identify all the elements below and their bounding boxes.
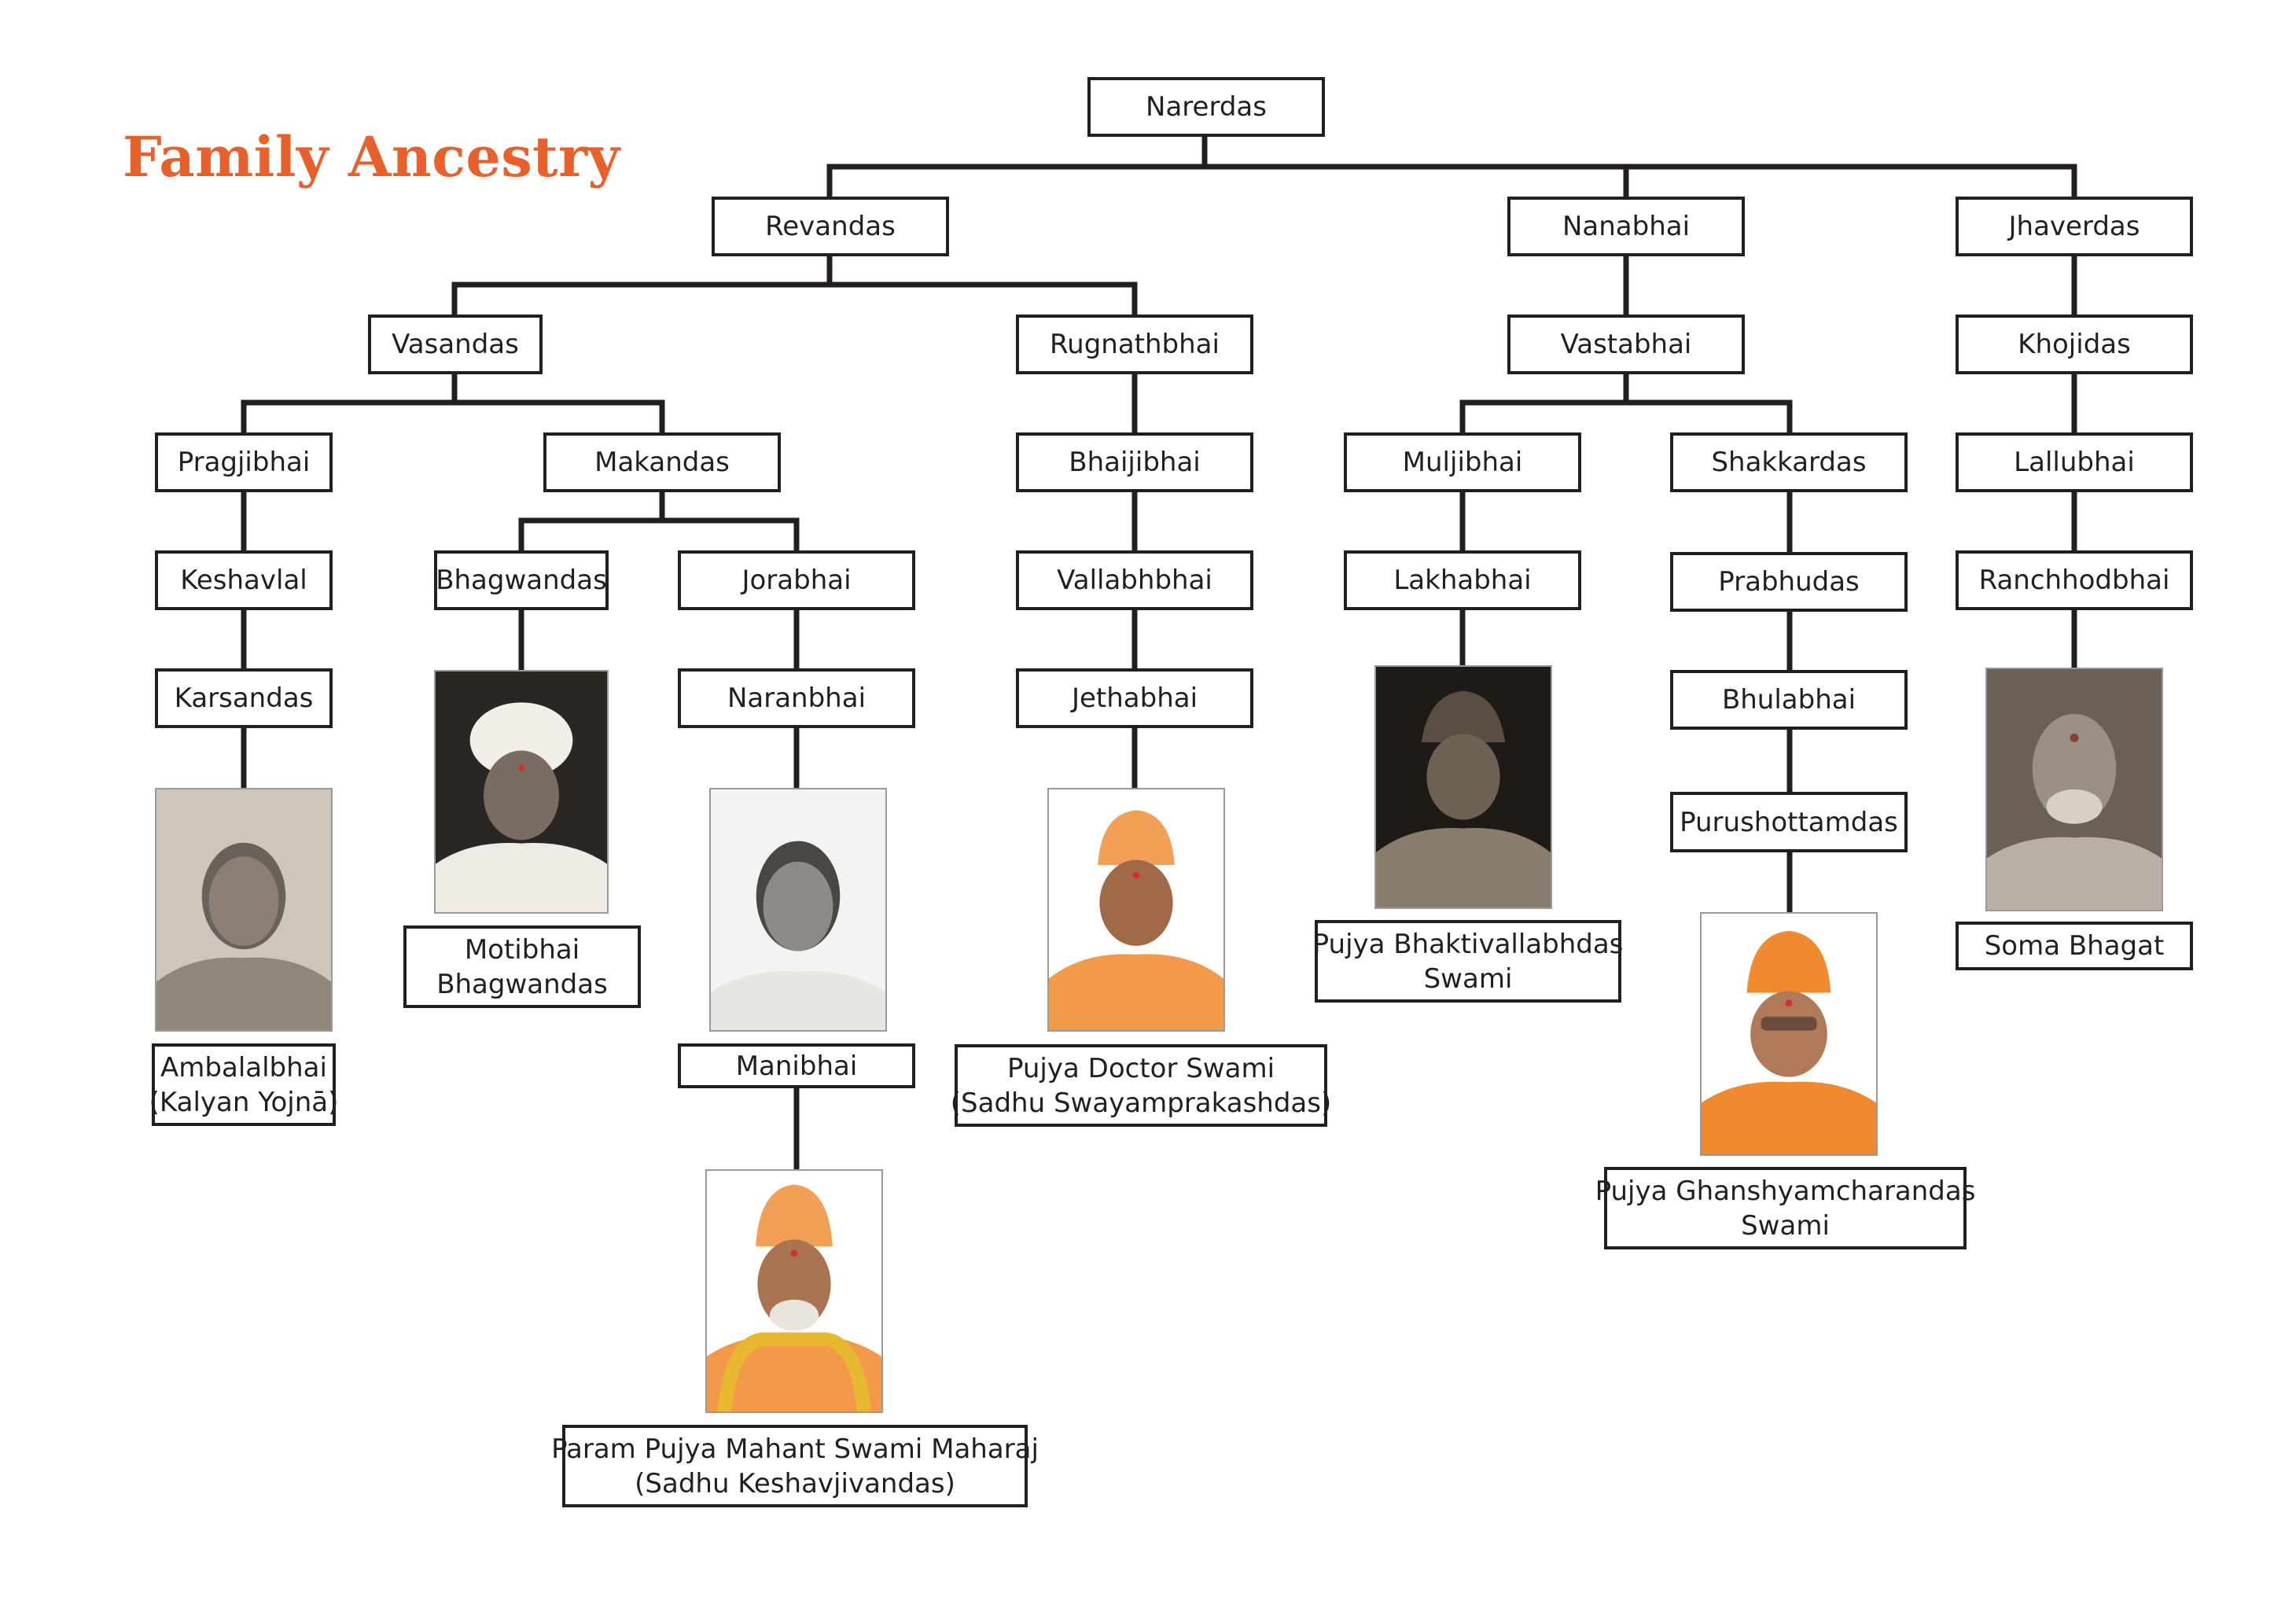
caption-line: Motibhai: [464, 933, 580, 966]
caption-line: Swami: [1741, 1209, 1830, 1242]
connector-makandas: [518, 489, 800, 554]
node-label: Soma Bhagat: [1984, 930, 2165, 962]
connector-vastabhai: [1459, 370, 1793, 436]
node-label: Khojidas: [2018, 329, 2131, 360]
node-bhaijibhai: Bhaijibhai: [1016, 432, 1253, 492]
caption-line: (Sadhu Keshavjivandas): [635, 1467, 955, 1499]
node-lallubhai: Lallubhai: [1956, 432, 2193, 492]
node-jhaverdas: Jhaverdas: [1956, 197, 2193, 256]
photo-ghanshyamcharandas: [1700, 912, 1878, 1156]
node-karsandas: Karsandas: [155, 668, 333, 728]
node-label: Lallubhai: [2014, 447, 2135, 478]
photo-mahant-swami: [705, 1169, 883, 1413]
node-label: Muljibhai: [1402, 447, 1523, 478]
node-label: Naranbhai: [727, 683, 867, 714]
node-label: Manibhai: [735, 1050, 858, 1082]
caption-bhaktivallabhdas: Pujya Bhaktivallabhdas Swami: [1312, 920, 1624, 1003]
portrait-photo-icon: [1987, 669, 2162, 910]
portrait-photo-icon: [156, 789, 331, 1030]
page-title: Family Ancestry: [123, 124, 620, 190]
node-pragjibhai: Pragjibhai: [155, 432, 333, 492]
node-label: Bhaijibhai: [1069, 447, 1201, 478]
caption-doctor-swami: Pujya Doctor Swami (Sadhu Swayamprakashd…: [951, 1044, 1331, 1127]
node-ranchhodbhai: Ranchhodbhai: [1956, 550, 2193, 610]
connector-narerdas: [826, 134, 2077, 200]
node-jethabhai: Jethabhai: [1016, 668, 1253, 728]
node-nanabhai: Nanabhai: [1507, 197, 1745, 256]
photo-soma-bhagat: [1985, 668, 2163, 911]
node-bhulabhai: Bhulabhai: [1670, 670, 1908, 730]
node-label: Vastabhai: [1560, 329, 1692, 360]
node-purushottamdas: Purushottamdas: [1670, 792, 1908, 852]
photo-ambalalbhai: [155, 788, 333, 1032]
node-label: Karsandas: [174, 683, 314, 714]
caption-motibhai: Motibhai Bhagwandas: [403, 925, 641, 1008]
caption-ghanshyamcharandas: Pujya Ghanshyamcharandas Swami: [1595, 1167, 1975, 1249]
portrait-photo-icon: [1376, 667, 1551, 907]
node-vasandas: Vasandas: [368, 315, 543, 374]
photo-doctor-swami: [1047, 788, 1225, 1032]
node-label: Rugnathbhai: [1050, 329, 1220, 360]
caption-line: (Kalyan Yojnā): [149, 1086, 339, 1118]
node-label: Purushottamdas: [1680, 806, 1898, 838]
node-label: Shakkardas: [1711, 447, 1867, 478]
caption-line: Pujya Doctor Swami: [1006, 1052, 1275, 1084]
node-label: Keshavlal: [180, 565, 307, 596]
node-vallabhbhai: Vallabhbhai: [1016, 550, 1253, 610]
node-rugnathbhai: Rugnathbhai: [1016, 315, 1253, 374]
connector-vasandas: [241, 370, 665, 436]
portrait-photo-icon: [1702, 914, 1876, 1154]
portrait-photo-icon: [1049, 789, 1223, 1030]
node-label: Ranchhodbhai: [1978, 565, 2170, 596]
node-label: Pragjibhai: [177, 447, 311, 478]
node-keshavlal: Keshavlal: [155, 550, 333, 610]
caption-line: Ambalalbhai: [160, 1051, 327, 1084]
caption-mahant-swami: Param Pujya Mahant Swami Maharaj (Sadhu …: [551, 1425, 1039, 1507]
caption-ambalalbhai: Ambalalbhai (Kalyan Yojnā): [149, 1043, 339, 1126]
node-label: Lakhabhai: [1393, 565, 1532, 596]
node-label: Vallabhbhai: [1057, 565, 1212, 596]
node-label: Revandas: [765, 211, 896, 242]
caption-line: Swami: [1423, 962, 1513, 995]
node-vastabhai: Vastabhai: [1507, 315, 1745, 374]
caption-line: Param Pujya Mahant Swami Maharaj: [551, 1433, 1039, 1465]
node-narerdas: Narerdas: [1087, 77, 1325, 137]
node-naranbhai: Naranbhai: [678, 668, 915, 728]
portrait-photo-icon: [707, 1171, 881, 1411]
photo-manibhai: [709, 788, 887, 1032]
node-lakhabhai: Lakhabhai: [1344, 550, 1581, 610]
photo-motibhai: [434, 670, 609, 914]
node-khojidas: Khojidas: [1956, 315, 2193, 374]
caption-line: Bhagwandas: [436, 968, 608, 1000]
portrait-photo-icon: [711, 789, 885, 1030]
node-muljibhai: Muljibhai: [1344, 432, 1581, 492]
node-label: Makandas: [594, 447, 730, 478]
node-label: Jethabhai: [1071, 683, 1198, 714]
photo-bhaktivallabhdas: [1374, 665, 1552, 909]
node-prabhudas: Prabhudas: [1670, 552, 1908, 612]
node-label: Bhagwandas: [436, 565, 607, 596]
node-label: Narerdas: [1146, 91, 1267, 123]
node-label: Jorabhai: [741, 565, 852, 596]
node-label: Bhulabhai: [1721, 684, 1856, 716]
node-label: Jhaverdas: [2008, 211, 2140, 242]
node-jorabhai: Jorabhai: [678, 550, 915, 610]
connector-revandas: [451, 252, 1138, 318]
portrait-photo-icon: [436, 672, 607, 912]
node-revandas: Revandas: [712, 197, 949, 256]
caption-line: (Sadhu Swayamprakashdas): [950, 1087, 1332, 1119]
node-manibhai: Manibhai: [678, 1043, 915, 1088]
node-bhagwandas: Bhagwandas: [434, 550, 609, 610]
node-label: Nanabhai: [1562, 211, 1691, 242]
node-shakkardas: Shakkardas: [1670, 432, 1908, 492]
caption-line: Pujya Ghanshyamcharandas: [1595, 1175, 1976, 1207]
node-label: Prabhudas: [1718, 566, 1860, 598]
caption-line: Pujya Bhaktivallabhdas: [1312, 928, 1624, 960]
node-soma-bhagat: Soma Bhagat: [1956, 922, 2193, 970]
node-label: Vasandas: [392, 329, 519, 360]
node-makandas: Makandas: [543, 432, 781, 492]
